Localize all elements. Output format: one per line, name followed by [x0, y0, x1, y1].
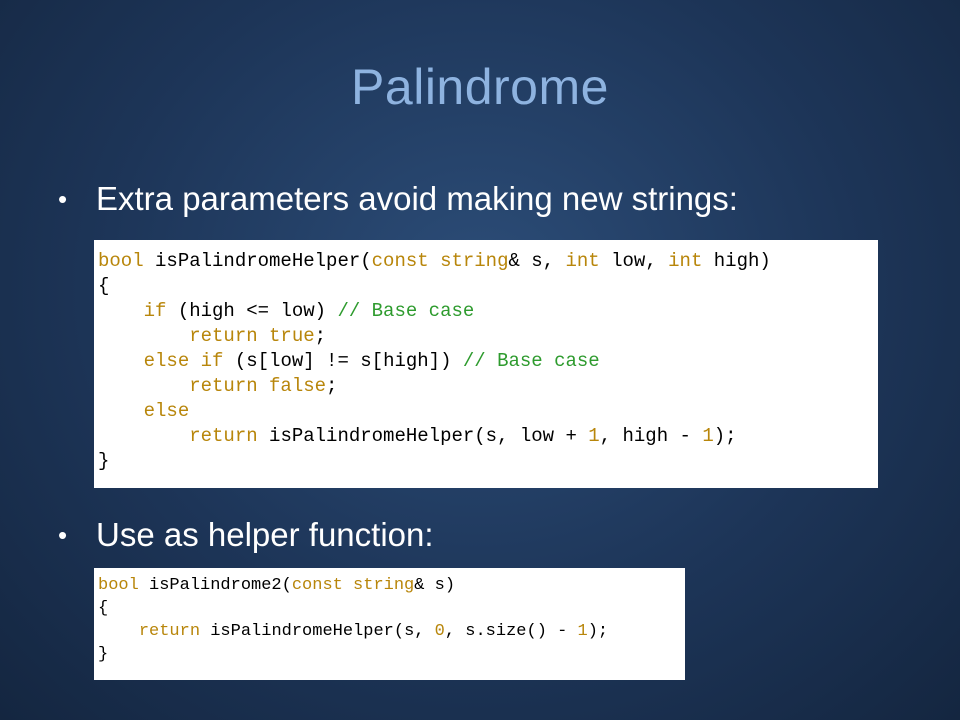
code-number: 1	[577, 622, 588, 641]
code-indent	[98, 300, 144, 322]
code-line: return isPalindromeHelper(s, 0, s.size()…	[98, 620, 681, 643]
code-indent	[98, 425, 189, 447]
code-token: int	[668, 250, 703, 272]
code-number: 1	[702, 425, 714, 447]
code-token: const string	[291, 576, 415, 595]
code-token: isPalindromeHelper(	[143, 250, 372, 272]
code-token: return	[138, 622, 201, 641]
code-token: (s[low] != s[high])	[223, 350, 463, 372]
code-token: }	[98, 450, 110, 472]
bullet-helper-function: • Use as helper function:	[58, 516, 434, 554]
code-line: else if (s[low] != s[high]) // Base case	[98, 349, 874, 374]
code-token: );	[587, 622, 609, 641]
code-block-main: bool isPalindrome2(const string& s) { ret…	[94, 568, 685, 680]
code-line: return false;	[98, 374, 874, 399]
bullet-dot-icon: •	[58, 519, 68, 550]
code-line: bool isPalindromeHelper(const string& s,…	[98, 249, 874, 274]
code-token: , high -	[599, 425, 703, 447]
code-token: , s.size() -	[444, 622, 578, 641]
code-token: );	[713, 425, 737, 447]
code-token: isPalindromeHelper(s, low +	[257, 425, 589, 447]
code-token: else	[143, 400, 190, 422]
code-line: if (high <= low) // Base case	[98, 299, 874, 324]
code-comment: // Base case	[337, 300, 475, 322]
code-token: {	[98, 275, 110, 297]
slide-title: Palindrome	[351, 59, 609, 115]
code-line: {	[98, 597, 681, 620]
code-block-helper: bool isPalindromeHelper(const string& s,…	[94, 240, 878, 488]
code-indent	[98, 622, 139, 641]
code-number: 1	[588, 425, 600, 447]
code-token: bool	[98, 250, 144, 272]
code-token: return true	[189, 325, 315, 347]
code-token: high)	[702, 250, 771, 272]
code-token: return false	[189, 375, 327, 397]
code-token: else if	[143, 350, 224, 372]
code-token: int	[565, 250, 600, 272]
bullet-text: Extra parameters avoid making new string…	[96, 180, 738, 217]
code-token: const string	[371, 250, 509, 272]
code-token: }	[98, 645, 109, 664]
code-token: isPalindromeHelper(s,	[200, 622, 435, 641]
code-line: return true;	[98, 324, 874, 349]
code-comment: // Base case	[462, 350, 600, 372]
code-line: else	[98, 399, 874, 424]
code-token: bool	[98, 576, 139, 595]
code-indent	[98, 350, 144, 372]
bullet-extra-parameters: • Extra parameters avoid making new stri…	[58, 180, 738, 218]
bullet-dot-icon: •	[58, 183, 68, 214]
code-token: if	[143, 300, 167, 322]
code-token: ;	[326, 375, 338, 397]
code-line: }	[98, 643, 681, 666]
code-token: ;	[314, 325, 327, 347]
code-line: {	[98, 274, 874, 299]
code-token: low,	[599, 250, 669, 272]
code-token: (high <= low)	[166, 300, 338, 322]
code-token: & s,	[508, 250, 566, 272]
code-indent	[98, 375, 189, 397]
code-token: & s)	[414, 576, 456, 595]
code-indent	[98, 400, 144, 422]
code-token: isPalindrome2(	[138, 576, 292, 595]
code-line: bool isPalindrome2(const string& s)	[98, 574, 681, 597]
code-token: {	[98, 599, 109, 618]
code-indent	[98, 325, 189, 347]
code-line: return isPalindromeHelper(s, low + 1, hi…	[98, 424, 874, 449]
code-token: return	[189, 425, 258, 447]
bullet-text: Use as helper function:	[96, 516, 434, 553]
code-line: }	[98, 449, 874, 474]
code-number: 0	[434, 622, 445, 641]
